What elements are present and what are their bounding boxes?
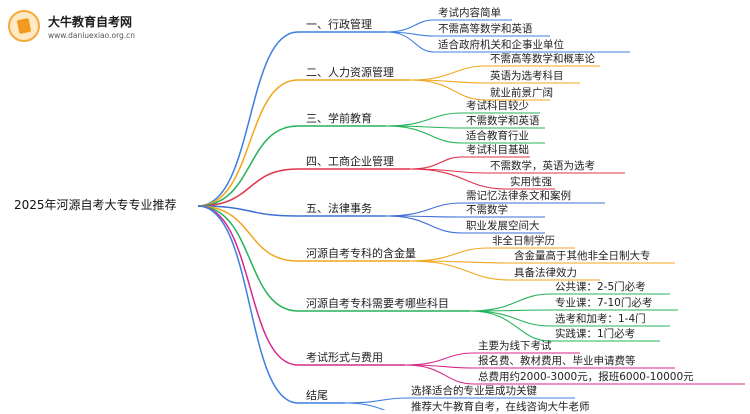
leaf-topic: 不需数学 xyxy=(466,204,508,216)
leaf-connector xyxy=(469,309,678,312)
leaf-connector xyxy=(385,215,545,234)
branch-topic: 一、行政管理 xyxy=(306,18,372,31)
leaf-topic: 公共课：2-5门必考 xyxy=(555,281,646,293)
branch-topic: 结尾 xyxy=(306,389,328,402)
branch-topic: 三、学前教育 xyxy=(306,112,372,125)
leaf-connector xyxy=(409,247,575,262)
leaf-connector xyxy=(344,397,575,404)
leaf-connector xyxy=(409,65,600,81)
branch-topic: 四、工商企业管理 xyxy=(306,155,394,168)
leaf-topic: 就业前景广阔 xyxy=(490,87,553,99)
leaf-connector xyxy=(409,79,550,101)
brand-logo: 大牛教育自考网 www.daniuexiao.org.cn xyxy=(6,8,166,48)
leaf-topic: 考试科目基础 xyxy=(466,144,529,156)
leaf-connector xyxy=(385,31,630,53)
leaf-connector xyxy=(409,79,580,84)
leaf-topic: 总费用约2000-3000元，报班6000-10000元 xyxy=(478,371,694,383)
leaf-topic: 职业发展空间大 xyxy=(466,220,540,232)
branch-connector xyxy=(197,205,386,217)
brand-name: 大牛教育自考网 xyxy=(48,15,133,29)
leaf-connector xyxy=(385,215,545,218)
leaf-connector xyxy=(469,310,660,342)
leaf-topic: 考试科目较少 xyxy=(466,100,529,112)
leaf-topic: 不需高等数学和英语 xyxy=(438,23,533,35)
leaf-topic: 适合政府机关和企事业单位 xyxy=(438,39,564,51)
leaf-topic: 含金量高于其他非全日制大专 xyxy=(514,250,651,262)
leaf-topic: 报名费、教材费用、毕业申请费等 xyxy=(478,355,636,367)
leaf-topic: 需记忆法律条文和案例 xyxy=(466,190,571,202)
leaf-connector xyxy=(385,202,605,217)
leaf-topic: 英语为选考科目 xyxy=(490,70,564,82)
branch-topic: 考试形式与费用 xyxy=(306,351,383,364)
leaf-topic: 具备法律效力 xyxy=(514,267,577,279)
leaf-connector xyxy=(344,402,386,410)
branch-connector xyxy=(197,31,386,207)
leaf-topic: 不需数学，英语为选考 xyxy=(490,160,595,172)
leaf-topic: 专业课：7-10门必考 xyxy=(555,297,653,309)
leaf-topic: 选考和加考：1-4门 xyxy=(555,313,646,325)
leaf-connector xyxy=(469,293,670,312)
leaf-connector xyxy=(409,260,600,281)
leaf-connector xyxy=(385,112,540,127)
leaf-topic: 不需高等数学和概率论 xyxy=(490,53,595,65)
leaf-connector xyxy=(385,19,512,33)
leaf-topic: 选择适合的专业是成功关键 xyxy=(411,385,537,397)
branch-topic: 河源自考专科需要考哪些科目 xyxy=(306,297,449,310)
leaf-topic: 实践课：1门必考 xyxy=(555,328,636,340)
branch-connector xyxy=(197,125,386,207)
leaf-topic: 非全日制学历 xyxy=(492,235,555,247)
branch-topic: 二、人力资源管理 xyxy=(306,66,394,79)
leaf-topic: 适合教育行业 xyxy=(466,130,529,142)
leaf-topic: 不需数学和英语 xyxy=(466,115,540,127)
leaf-connector xyxy=(409,260,675,264)
leaf-connector xyxy=(404,364,745,385)
leaf-connector xyxy=(385,125,545,144)
leaf-topic: 主要为线下考试 xyxy=(478,340,552,352)
branch-topic: 五、法律事务 xyxy=(306,202,372,215)
brand-url: www.daniuexiao.org.cn xyxy=(48,31,136,40)
root-topic: 2025年河源自考大专专业推荐 xyxy=(14,198,177,212)
branch-connector xyxy=(197,168,410,207)
leaf-topic: 考试内容简单 xyxy=(438,7,501,19)
branch-topic: 河源自考专科的含金量 xyxy=(306,247,416,260)
branch-connector xyxy=(197,205,410,262)
leaf-topic: 实用性强 xyxy=(510,176,552,188)
brand-emblem-icon xyxy=(8,10,40,42)
leaf-topic: 推荐大牛教育自考，在线咨询大牛老师 xyxy=(411,401,590,413)
leaf-connector xyxy=(404,364,675,369)
branch-connector xyxy=(197,205,470,312)
branch-connector xyxy=(197,205,405,366)
leaf-connector xyxy=(409,168,555,190)
branch-connector xyxy=(197,79,410,207)
branch-connector xyxy=(197,205,345,404)
